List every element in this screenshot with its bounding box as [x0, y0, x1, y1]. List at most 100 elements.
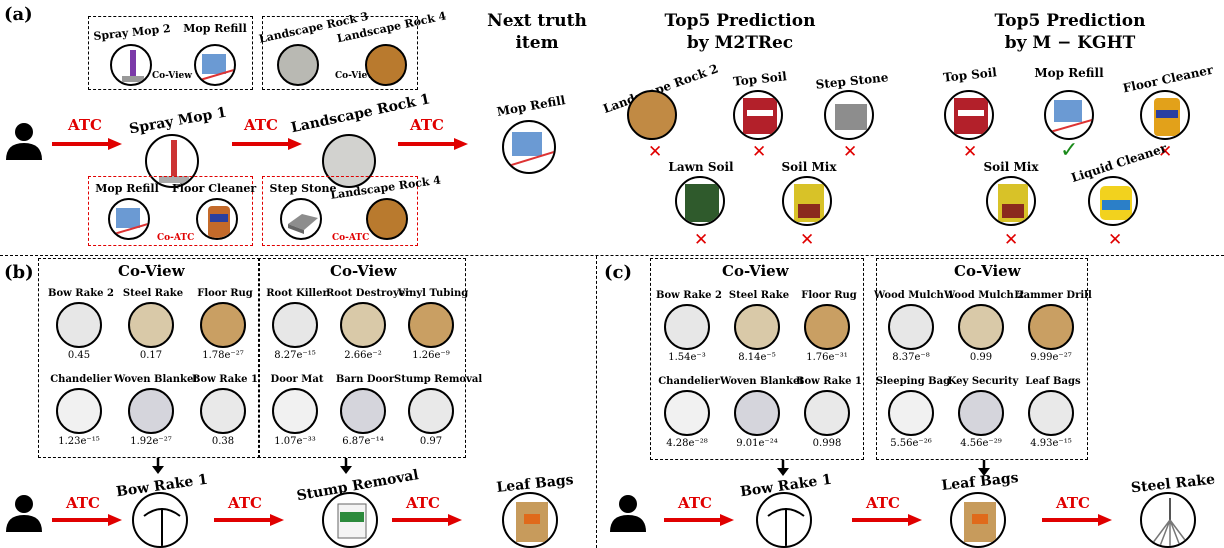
item-image: [734, 390, 780, 436]
item-caption: Mop Refill: [495, 93, 567, 119]
item-image: [1028, 390, 1074, 436]
coview-title: Co-View: [118, 262, 185, 280]
spray-mop-image: [145, 134, 199, 188]
item-caption: Bow Rake 1: [192, 374, 258, 385]
floor-cleaner-image: [196, 198, 238, 240]
down-arrow-icon: [152, 458, 164, 474]
atc-label: ATC: [678, 494, 712, 512]
item-caption: Top Soil: [942, 65, 998, 85]
bow-rake-image: [756, 492, 812, 548]
item-caption: Door Mat: [270, 374, 324, 385]
item-caption: Woven Blanket: [114, 374, 198, 385]
co-atc-tag: Co-ATC: [157, 233, 195, 243]
item-caption: Mop Refill: [183, 22, 247, 35]
atc-label: ATC: [1056, 494, 1090, 512]
score-value: 4.56e⁻²⁹: [960, 438, 1002, 449]
score-value: 9.99e⁻²⁷: [1030, 352, 1072, 363]
mop-refill-image: [194, 44, 236, 86]
item-image: [200, 302, 246, 348]
score-value: 1.23e⁻¹⁵: [58, 436, 100, 447]
coview-box-1: [88, 16, 253, 90]
item-image: [804, 390, 850, 436]
item-caption: Spray Mop 1: [128, 104, 228, 138]
item-caption: Wood Mulch 1: [874, 290, 955, 301]
score-value: 2.66e⁻²: [344, 350, 382, 361]
item-caption: Chandelier: [658, 376, 720, 387]
score-value: 1.78e⁻²⁷: [202, 350, 244, 361]
co-view-tag: Co-View: [335, 71, 375, 81]
score-value: 0.99: [969, 352, 993, 363]
cross-icon: ✕: [648, 142, 663, 162]
atc-arrow: [1042, 514, 1112, 526]
coview-title: Co-View: [330, 262, 397, 280]
leaf-bags-image: [502, 492, 558, 548]
down-arrow-icon: [340, 458, 352, 474]
mop-refill-image: [108, 198, 150, 240]
atc-label: ATC: [244, 116, 278, 134]
item-image: [340, 302, 386, 348]
coview-box-c1: [650, 258, 864, 460]
item-caption: Top Soil: [732, 69, 788, 89]
mop-refill-image: [1044, 90, 1094, 140]
atc-arrow: [398, 138, 468, 150]
leaf-bags-image: [950, 492, 1006, 548]
item-image: [200, 388, 246, 434]
item-image: [664, 390, 710, 436]
item-caption: Vinyl Tubing: [397, 288, 469, 299]
mop-refill-image: [502, 120, 556, 174]
item-caption: Mop Refill: [1034, 66, 1104, 80]
item-image: [272, 302, 318, 348]
landscape-rock-image: [365, 44, 407, 86]
panel-label-a: (a): [4, 4, 33, 25]
atc-arrow: [852, 514, 922, 526]
atc-label: ATC: [410, 116, 444, 134]
step-stone-image: [824, 90, 874, 140]
item-caption: Bow Rake 2: [48, 288, 114, 299]
item-caption: Soil Mix: [781, 160, 837, 174]
score-value: 4.28e⁻²⁸: [666, 438, 708, 449]
score-value: 6.87e⁻¹⁴: [342, 436, 384, 447]
atc-arrow: [52, 138, 122, 150]
item-caption: Landscape Rock 1: [289, 91, 432, 137]
score-value: 0.17: [139, 350, 163, 361]
item-caption: Steel Rake: [728, 290, 790, 301]
coview-box-b2: [258, 258, 466, 458]
score-value: 8.37e⁻⁸: [892, 352, 930, 363]
spray-mop-image: [110, 44, 152, 86]
item-caption: Step Stone: [269, 182, 337, 195]
item-caption: Soil Mix: [983, 160, 1039, 174]
item-caption: Wood Mulch 2: [944, 290, 1025, 301]
soil-mix-image: [986, 176, 1036, 226]
soil-mix-image: [782, 176, 832, 226]
co-atc-tag: Co-ATC: [332, 233, 370, 243]
atc-label: ATC: [228, 494, 262, 512]
coatc-box-2: [262, 176, 418, 246]
atc-label: ATC: [866, 494, 900, 512]
item-caption: Steel Rake: [122, 288, 184, 299]
cross-icon: ✕: [1108, 230, 1123, 250]
coview-title: Co-View: [954, 262, 1021, 280]
score-value: 0.45: [67, 350, 91, 361]
atc-label: ATC: [66, 494, 100, 512]
lawn-soil-image: [675, 176, 725, 226]
score-value: 1.54e⁻³: [668, 352, 706, 363]
coview-title: Co-View: [722, 262, 789, 280]
score-value: 0.998: [812, 438, 842, 449]
score-value: 8.14e⁻⁵: [738, 352, 776, 363]
co-view-tag: Co-View: [152, 71, 192, 81]
check-icon: ✓: [1060, 138, 1079, 163]
item-caption: Floor Cleaner: [172, 182, 257, 195]
panel-separator: [596, 256, 597, 548]
item-caption: Floor Rug: [197, 288, 253, 299]
item-caption: Root Destroyer: [326, 288, 411, 299]
panel-label-c: (c): [604, 262, 632, 283]
cross-icon: ✕: [694, 230, 709, 250]
item-image: [408, 388, 454, 434]
steel-rake-image: [1140, 492, 1196, 548]
item-image: [1028, 304, 1074, 350]
item-image: [664, 304, 710, 350]
item-image: [958, 304, 1004, 350]
